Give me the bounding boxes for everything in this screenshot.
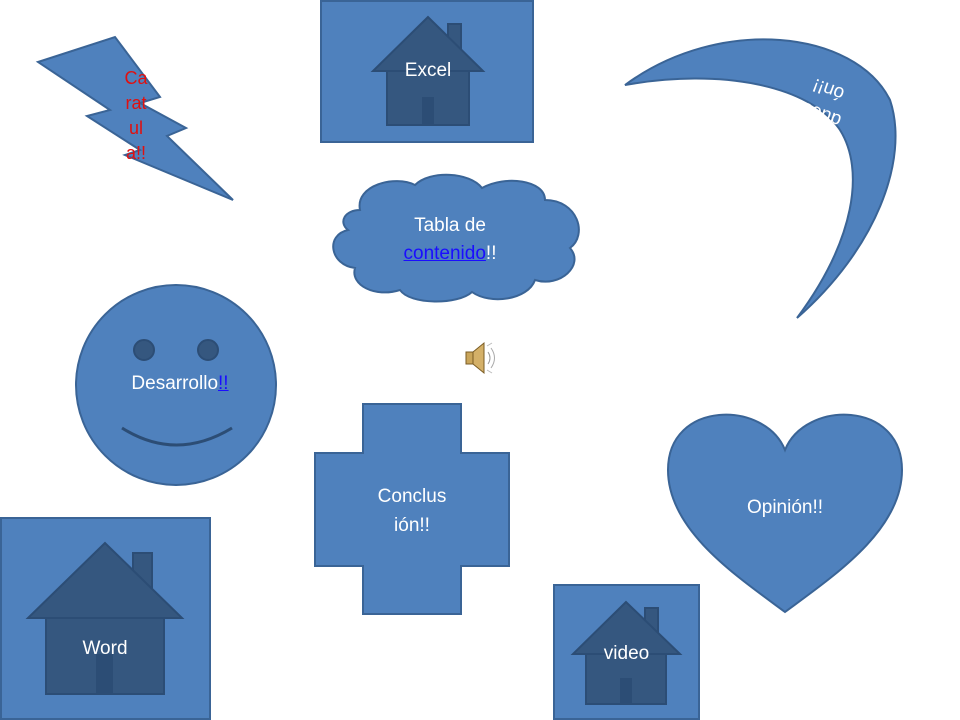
- speaker-icon[interactable]: [465, 341, 495, 375]
- cloud-shape[interactable]: [332, 173, 580, 303]
- tabla-label: Tabla de contenido!!: [365, 212, 535, 268]
- smiley-face-shape[interactable]: [75, 284, 277, 486]
- contenido-link[interactable]: contenido: [403, 243, 486, 264]
- desarrollo-link[interactable]: !!: [218, 373, 229, 394]
- word-house-icon: [25, 541, 185, 695]
- tabla-suffix: !!: [485, 243, 497, 264]
- excel-house-icon: [370, 15, 486, 126]
- conclusion-label[interactable]: Conclus ión!!: [377, 486, 447, 536]
- video-house-icon: [570, 600, 683, 705]
- video-label[interactable]: video: [603, 643, 650, 664]
- desarrollo-text: Desarrollo: [131, 373, 219, 394]
- lightning-bolt-shape[interactable]: [35, 35, 234, 201]
- smiley-left-eye: [133, 339, 155, 361]
- smiley-right-eye: [197, 339, 219, 361]
- smiley-mouth: [121, 426, 233, 447]
- desarrollo-label: Desarrollo!!: [100, 371, 260, 397]
- excel-label[interactable]: Excel: [404, 60, 452, 81]
- heart-shape[interactable]: [666, 413, 904, 614]
- tabla-prefix: Tabla de: [414, 215, 486, 236]
- moon-shape[interactable]: [624, 38, 897, 319]
- opinion-label[interactable]: Opinión!!: [746, 497, 824, 518]
- plus-shape[interactable]: [314, 403, 510, 615]
- word-label[interactable]: Word: [82, 638, 128, 659]
- caratula-label[interactable]: Ca rat ul a!!: [124, 68, 148, 163]
